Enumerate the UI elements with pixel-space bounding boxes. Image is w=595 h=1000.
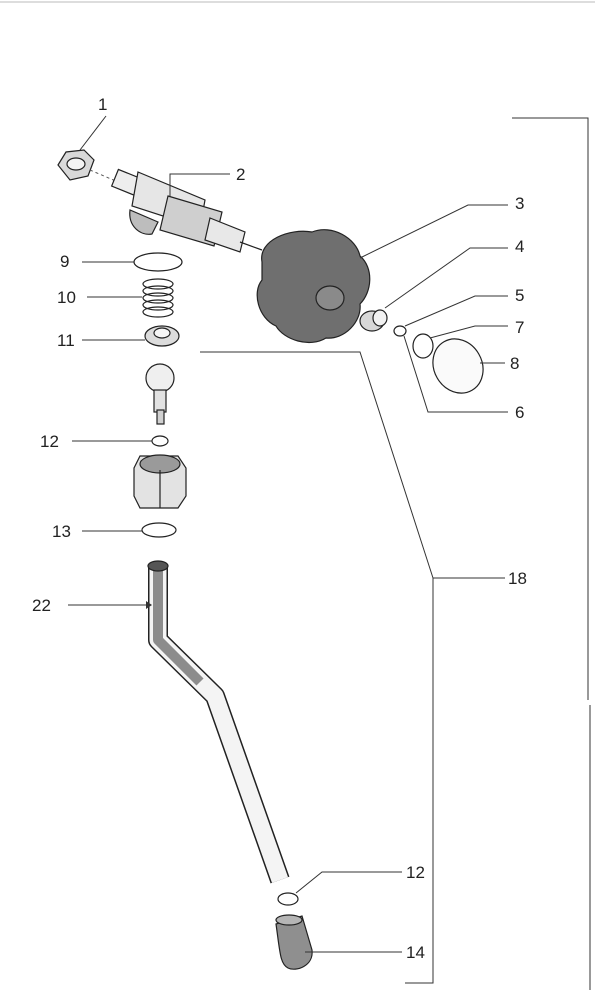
label-part-8: 8 <box>510 354 520 373</box>
leader-1 <box>79 115 107 151</box>
label-part-22: 22 <box>32 596 51 615</box>
part-7-oring <box>412 333 434 359</box>
leader-2 <box>169 173 230 196</box>
label-part-1: 1 <box>98 95 108 114</box>
part-12-oring-lower <box>277 892 299 906</box>
part-9-washer <box>133 252 183 272</box>
part-hex-nut <box>133 454 187 509</box>
part-13-washer <box>141 522 177 538</box>
label-part-14: 14 <box>406 943 425 962</box>
label-part-18: 18 <box>508 569 527 588</box>
part-8-cap <box>432 338 484 394</box>
part-5-clip <box>393 325 407 337</box>
part-1-nut <box>57 149 95 181</box>
leader-7 <box>429 325 508 339</box>
axis-1 <box>89 169 119 183</box>
part-2-valve-body <box>110 168 263 253</box>
leader-5 <box>404 295 508 327</box>
bracket-top <box>512 117 589 700</box>
label-part-4: 4 <box>515 237 525 256</box>
part-12-oring-upper <box>151 435 169 447</box>
label-part-3: 3 <box>515 194 525 213</box>
label-part-5: 5 <box>515 286 525 305</box>
leader-18-upper <box>200 351 434 579</box>
leader-3 <box>359 204 508 259</box>
leader-12-lower <box>295 871 402 894</box>
label-part-9: 9 <box>60 252 70 271</box>
leader-6 <box>403 335 508 413</box>
arrow-22 <box>146 601 152 609</box>
leader-4 <box>384 247 508 309</box>
bracket-18 <box>405 578 434 984</box>
label-part-7: 7 <box>515 318 525 337</box>
part-4-bushing <box>359 309 388 332</box>
label-part-12-upper: 12 <box>40 432 59 451</box>
part-14-tip <box>275 914 313 970</box>
label-part-6: 6 <box>515 403 525 422</box>
label-part-12-lower: 12 <box>406 863 425 882</box>
part-11-seat <box>144 325 180 347</box>
part-ball-stem <box>145 363 175 425</box>
part-3-knob <box>256 229 371 343</box>
label-part-10: 10 <box>57 288 76 307</box>
label-part-11: 11 <box>57 331 75 350</box>
part-10-spring <box>142 278 174 318</box>
part-22-tube <box>147 560 290 884</box>
label-part-13: 13 <box>52 522 71 541</box>
label-part-2: 2 <box>236 165 246 184</box>
